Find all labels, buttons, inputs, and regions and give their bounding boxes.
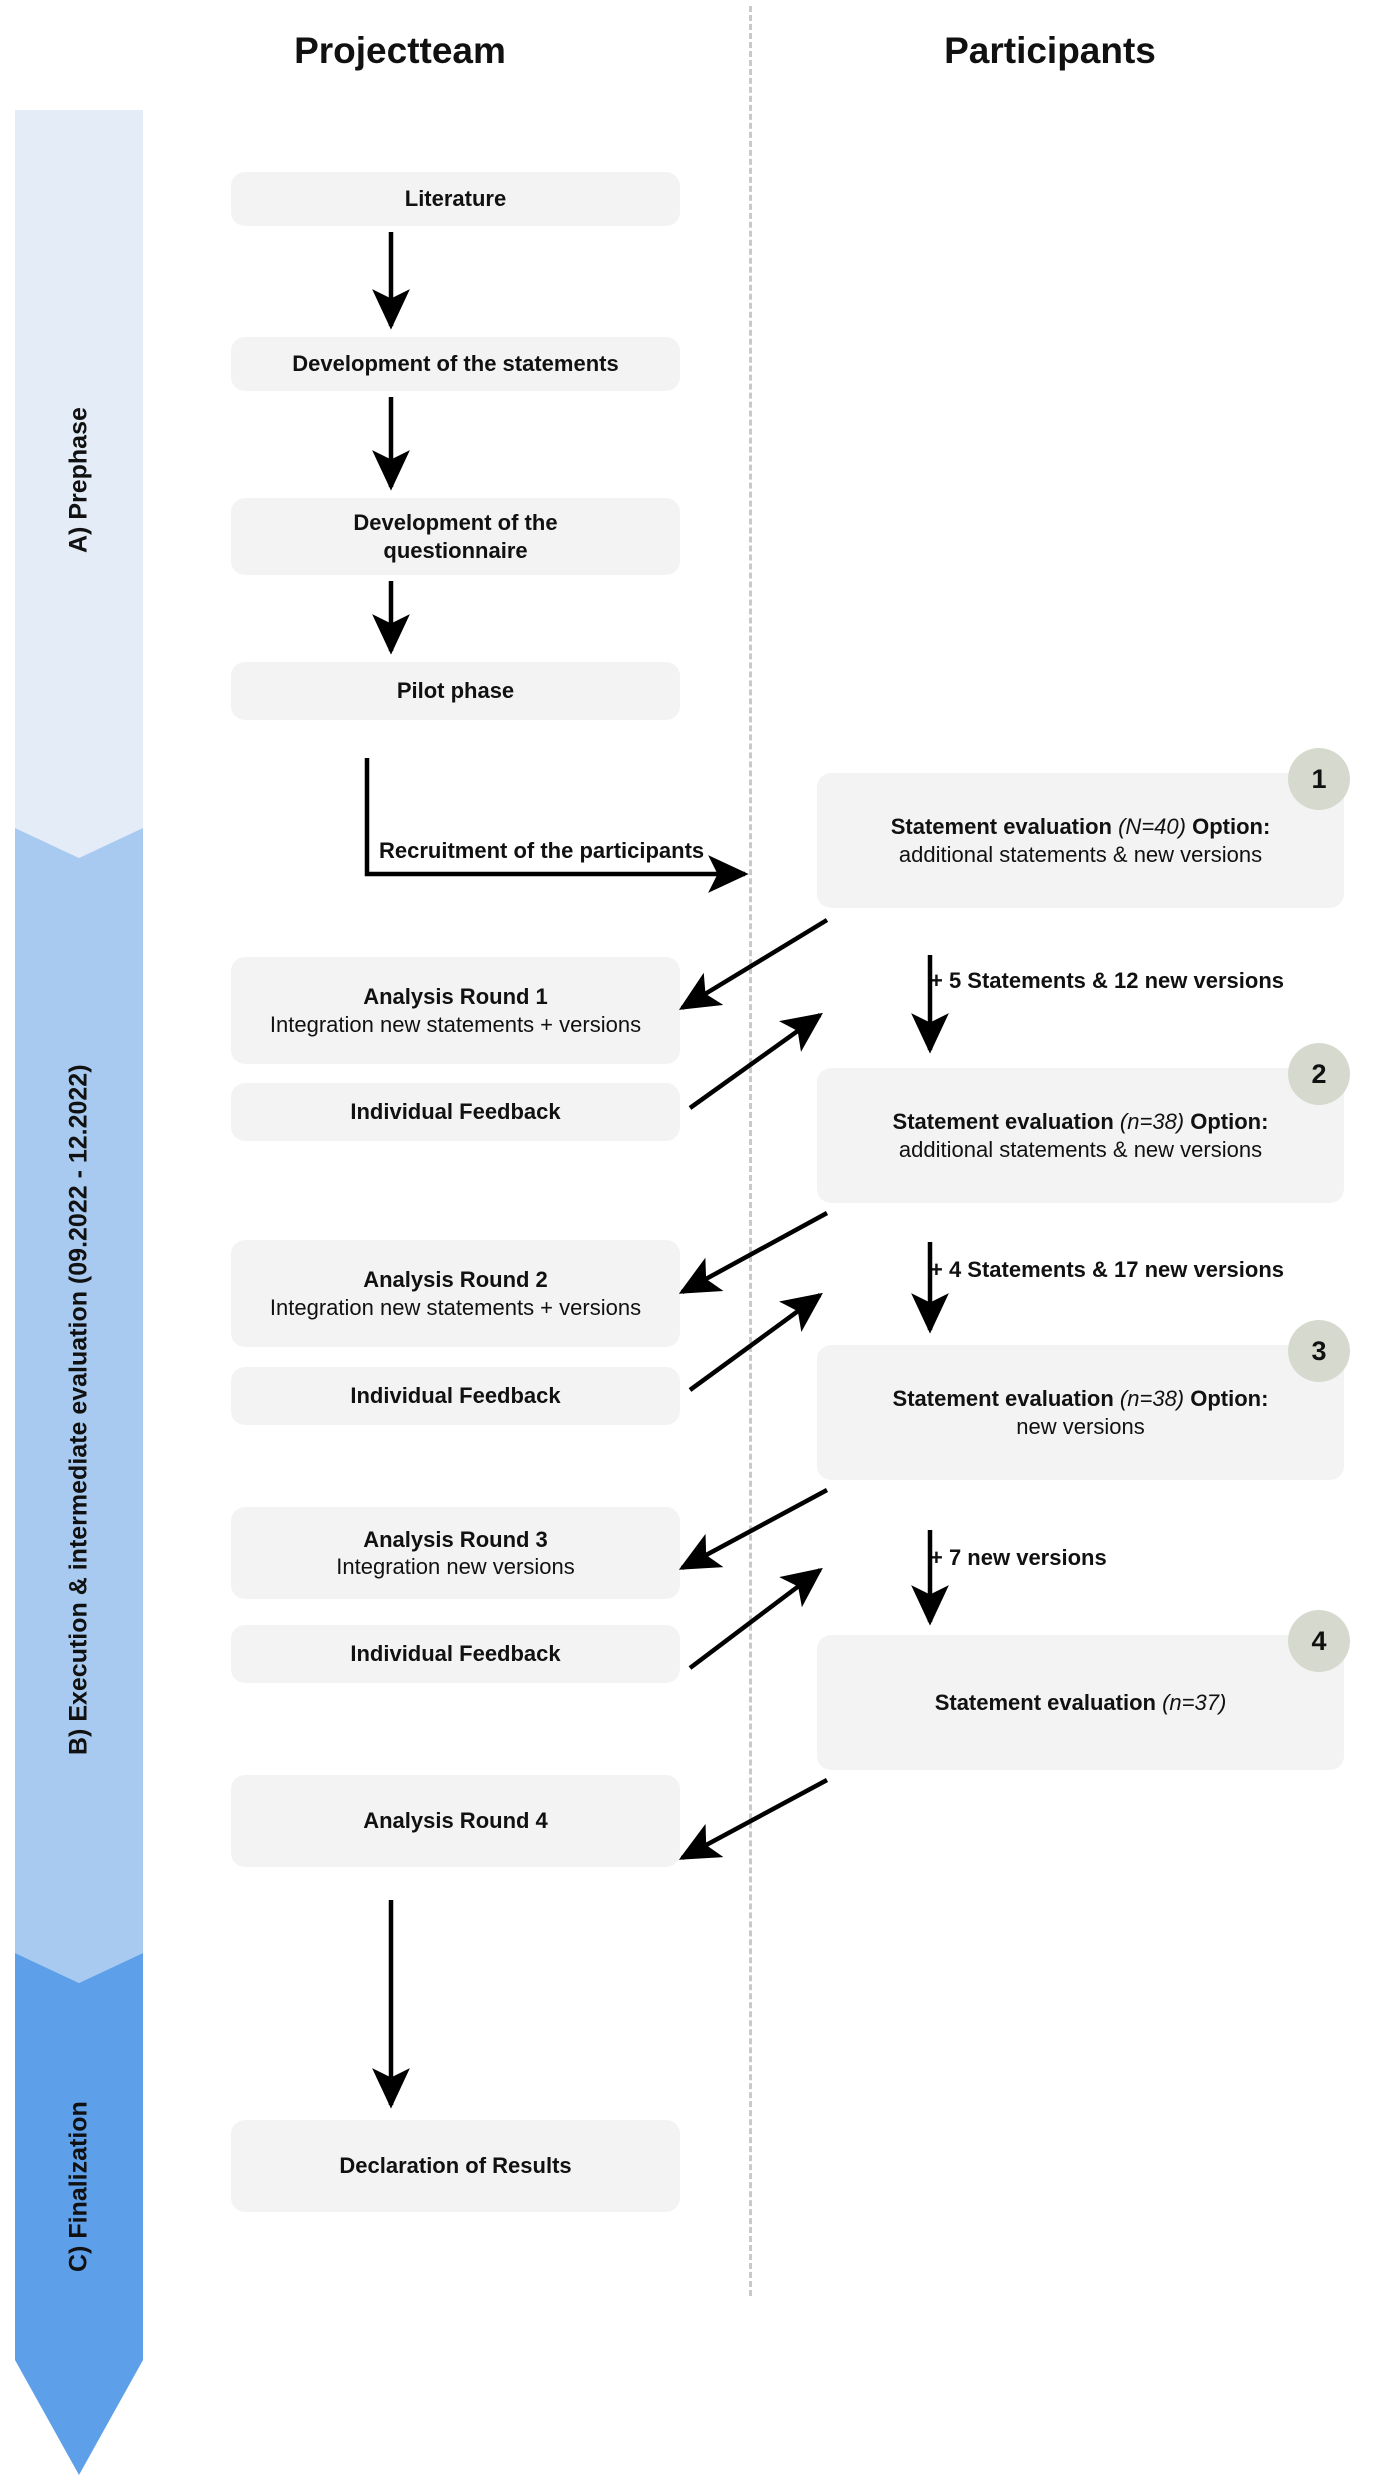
round-badge-3: 3 xyxy=(1288,1320,1350,1382)
node-statement-evaluation-2-line1: Statement evaluation (n=38) Option: xyxy=(893,1108,1269,1136)
eval-1-label: Statement evaluation xyxy=(890,814,1119,839)
edge-label-round2-additions: + 5 Statements & 12 new versions xyxy=(930,968,1284,993)
arrow-eval3-to-analysis3 xyxy=(678,1488,829,1570)
node-individual-feedback-1-title: Individual Feedback xyxy=(350,1099,561,1125)
phase-c-shape xyxy=(15,1953,143,2475)
node-literature: Literature xyxy=(231,172,680,226)
eval-2-label: Statement evaluation xyxy=(892,1109,1120,1134)
phase-label-c: C) Finalization xyxy=(64,2101,93,2273)
phase-b-shape xyxy=(15,828,143,1983)
node-development-of-the-questionnaire-title: Development of the xyxy=(353,510,558,535)
node-analysis-round-1: Analysis Round 1 Integration new stateme… xyxy=(231,957,680,1064)
swimlane-divider xyxy=(749,6,752,2296)
node-analysis-round-4: Analysis Round 4 xyxy=(231,1775,680,1867)
eval-4-label: Statement evaluation xyxy=(934,1689,1163,1715)
round-badge-4: 4 xyxy=(1288,1610,1350,1672)
eval-3-option: Option: xyxy=(1184,1386,1269,1411)
node-pilot-phase: Pilot phase xyxy=(231,662,680,720)
eval-1-n: (N=40) xyxy=(1118,814,1186,839)
node-individual-feedback-2-title: Individual Feedback xyxy=(350,1383,561,1409)
node-development-of-the-statements-title: Development of the statements xyxy=(292,351,619,377)
node-statement-evaluation-3-line1: Statement evaluation (n=38) Option: xyxy=(893,1385,1269,1413)
phase-ribbon: A) Prephase B) Execution & intermediate … xyxy=(15,110,143,2475)
node-individual-feedback-3: Individual Feedback xyxy=(231,1625,680,1683)
node-statement-evaluation-3: Statement evaluation (n=38) Option: new … xyxy=(817,1345,1344,1480)
node-analysis-round-3-title: Analysis Round 3 xyxy=(363,1526,548,1552)
arrow-feedback1-to-eval2 xyxy=(688,1012,823,1110)
arrow-eval1-to-analysis1 xyxy=(678,918,829,1010)
arrow-feedback3-to-eval4 xyxy=(688,1567,823,1670)
eval-4-n: (n=37) xyxy=(1162,1689,1227,1715)
edge-label-round3-additions: + 4 Statements & 17 new versions xyxy=(930,1257,1284,1282)
node-analysis-round-1-title: Analysis Round 1 xyxy=(363,984,548,1009)
node-statement-evaluation-4: Statement evaluation (n=37) xyxy=(817,1635,1344,1770)
round-badge-2: 2 xyxy=(1288,1043,1350,1105)
node-literature-title: Literature xyxy=(404,186,507,212)
node-development-of-the-questionnaire-title2: questionnaire xyxy=(383,537,528,563)
eval-2-option: Option: xyxy=(1184,1109,1269,1134)
node-analysis-round-3-subtitle: Integration new versions xyxy=(336,1554,575,1579)
node-analysis-round-2-subtitle: Integration new statements + versions xyxy=(269,1294,642,1320)
phase-label-b: B) Execution & intermediate evaluation (… xyxy=(64,1064,93,1756)
arrow-eval4-to-analysis4 xyxy=(678,1778,829,1860)
node-statement-evaluation-1-line1: Statement evaluation (N=40) Option: xyxy=(891,813,1271,841)
node-individual-feedback-3-title: Individual Feedback xyxy=(350,1641,561,1667)
node-pilot-phase-title: Pilot phase xyxy=(396,678,515,704)
node-individual-feedback-1: Individual Feedback xyxy=(231,1083,680,1141)
node-analysis-round-4-title: Analysis Round 4 xyxy=(363,1808,548,1834)
node-statement-evaluation-4-line1: Statement evaluation (n=37) xyxy=(935,1689,1227,1717)
phase-label-a: A) Prephase xyxy=(64,407,93,553)
node-analysis-round-2: Analysis Round 2 Integration new stateme… xyxy=(231,1240,680,1347)
phase-ribbon-shape xyxy=(15,110,143,2475)
node-development-of-the-statements: Development of the statements xyxy=(231,337,680,391)
node-analysis-round-1-subtitle: Integration new statements + versions xyxy=(269,1011,642,1037)
column-header-participants: Participants xyxy=(944,30,1156,71)
eval-3-n: (n=38) xyxy=(1119,1386,1185,1411)
arrow-eval2-to-analysis2 xyxy=(678,1211,829,1294)
eval-1-option: Option: xyxy=(1185,814,1271,839)
arrow-feedback2-to-eval3 xyxy=(688,1292,823,1392)
node-declaration-of-results-title: Declaration of Results xyxy=(339,2153,572,2179)
eval-3-label: Statement evaluation xyxy=(892,1386,1120,1411)
column-header-projectteam: Projectteam xyxy=(294,30,506,71)
node-analysis-round-3: Analysis Round 3 Integration new version… xyxy=(231,1507,680,1599)
node-statement-evaluation-1-line2: additional statements & new versions xyxy=(898,841,1263,867)
node-declaration-of-results: Declaration of Results xyxy=(231,2120,680,2212)
node-statement-evaluation-2-line2: additional statements & new versions xyxy=(898,1136,1263,1162)
node-statement-evaluation-2: Statement evaluation (n=38) Option: addi… xyxy=(817,1068,1344,1203)
edge-label-recruitment: Recruitment of the participants xyxy=(379,838,705,863)
node-development-of-the-questionnaire: Development of the questionnaire xyxy=(231,498,680,575)
phase-a-shape xyxy=(15,110,143,858)
eval-2-n: (n=38) xyxy=(1119,1109,1185,1134)
node-individual-feedback-2: Individual Feedback xyxy=(231,1367,680,1425)
node-statement-evaluation-1: Statement evaluation (N=40) Option: addi… xyxy=(817,773,1344,908)
round-badge-1: 1 xyxy=(1288,748,1350,810)
edge-label-round4-additions: + 7 new versions xyxy=(930,1545,1107,1570)
node-analysis-round-2-title: Analysis Round 2 xyxy=(363,1267,548,1292)
node-statement-evaluation-3-line2: new versions xyxy=(1016,1413,1145,1439)
